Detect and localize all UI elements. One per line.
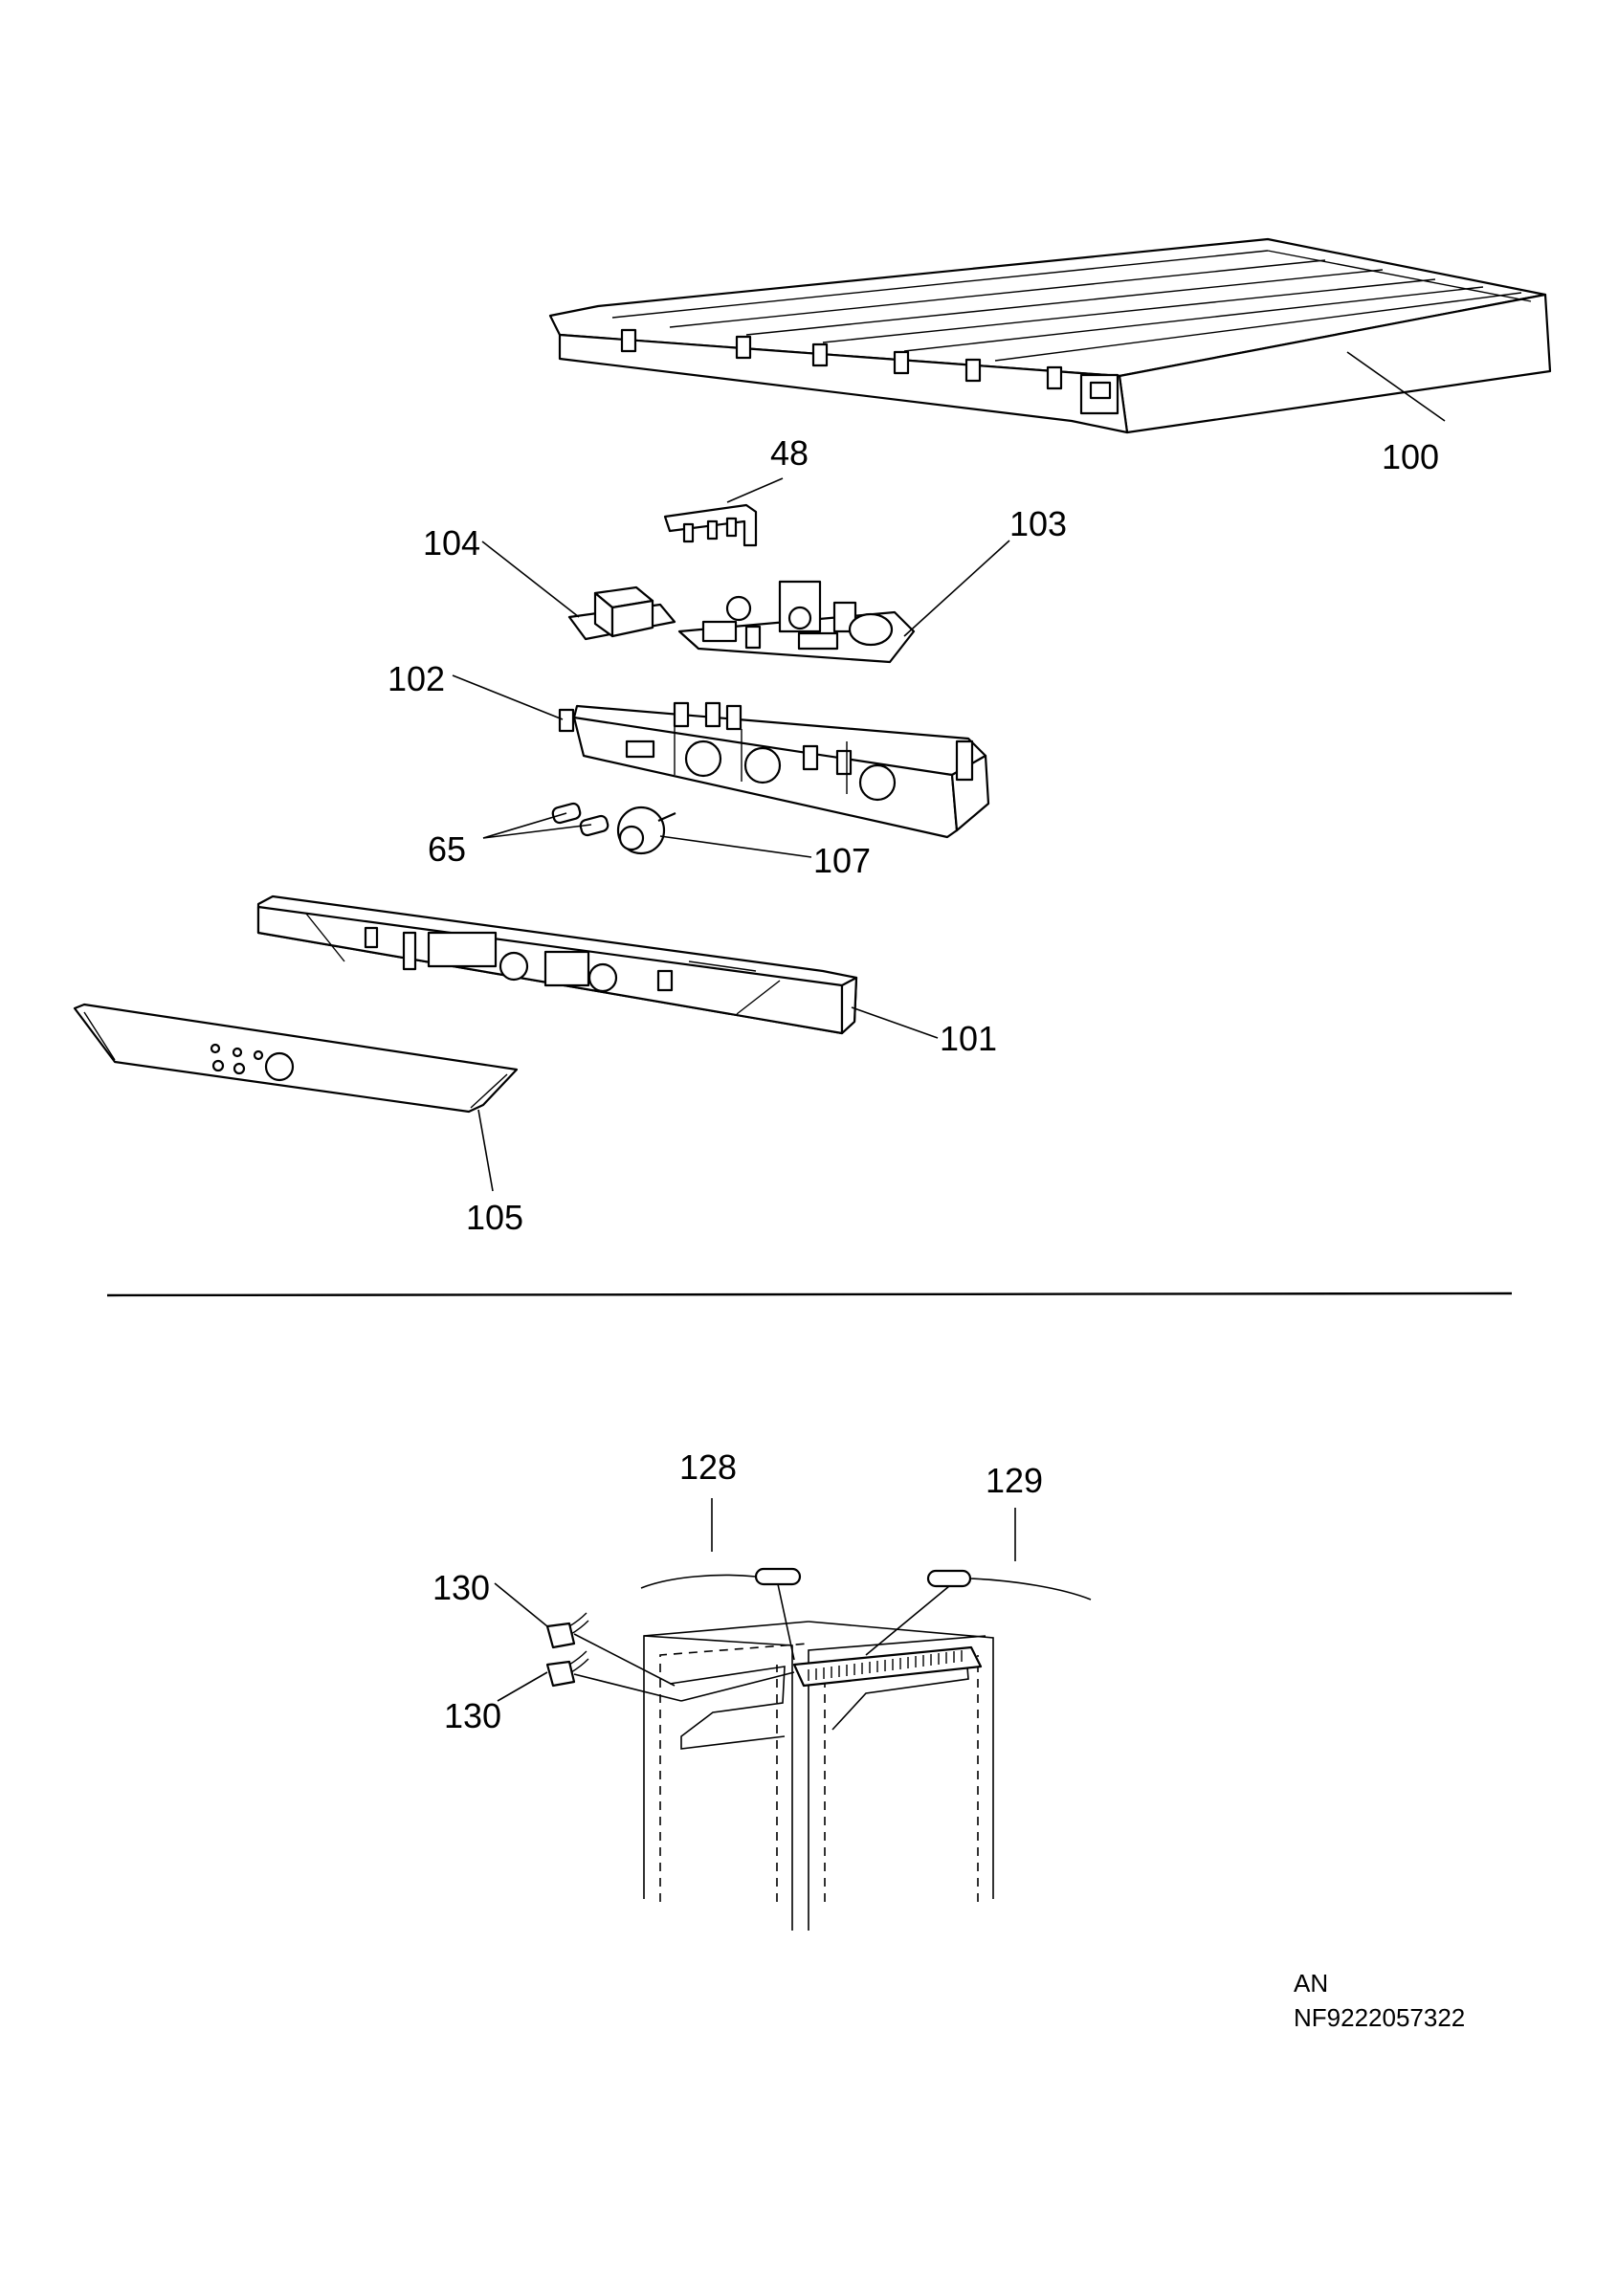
callout-101: 101 <box>940 1019 997 1058</box>
callout-107: 107 <box>813 841 871 880</box>
part-129-sensor <box>865 1569 1092 1656</box>
part-107-thermostat-knob <box>616 806 676 855</box>
callout-102: 102 <box>388 659 445 698</box>
part-101-control-panel <box>256 894 858 1035</box>
callout-65: 65 <box>428 829 466 869</box>
callout-130-upper: 130 <box>432 1568 490 1607</box>
callout-103: 103 <box>1009 504 1067 543</box>
part-103-control-board <box>677 580 916 664</box>
callout-105: 105 <box>466 1198 523 1237</box>
leader-lines-bottom <box>494 1498 1016 1702</box>
part-48-connector <box>663 503 758 547</box>
leader-lines-top <box>452 351 1446 1192</box>
callouts-top: 100 48 104 103 102 65 107 101 105 <box>388 433 1439 1237</box>
callout-104: 104 <box>423 523 480 563</box>
part-105-decor-strip <box>73 1003 519 1114</box>
callout-128: 128 <box>679 1447 737 1487</box>
region-code: AN <box>1294 1969 1328 1998</box>
section-divider <box>106 1292 1513 1297</box>
part-130-connectors <box>545 1612 589 1688</box>
part-102-control-housing <box>558 701 990 839</box>
callout-48: 48 <box>770 433 809 473</box>
cabinet-outline <box>643 1621 994 1931</box>
evaporator-heater-grid <box>792 1645 983 1688</box>
part-65-lamp-holders <box>551 802 610 837</box>
callouts-bottom: 128 129 130 130 <box>432 1447 1043 1735</box>
part-100-top-cover <box>548 237 1552 434</box>
callout-129: 129 <box>986 1461 1043 1500</box>
part-104-relay <box>567 585 676 641</box>
part-128-sensor <box>640 1567 802 1661</box>
callout-100: 100 <box>1382 437 1439 476</box>
callout-130-lower: 130 <box>444 1696 501 1735</box>
diagram-number: NF9222057322 <box>1294 2003 1465 2032</box>
